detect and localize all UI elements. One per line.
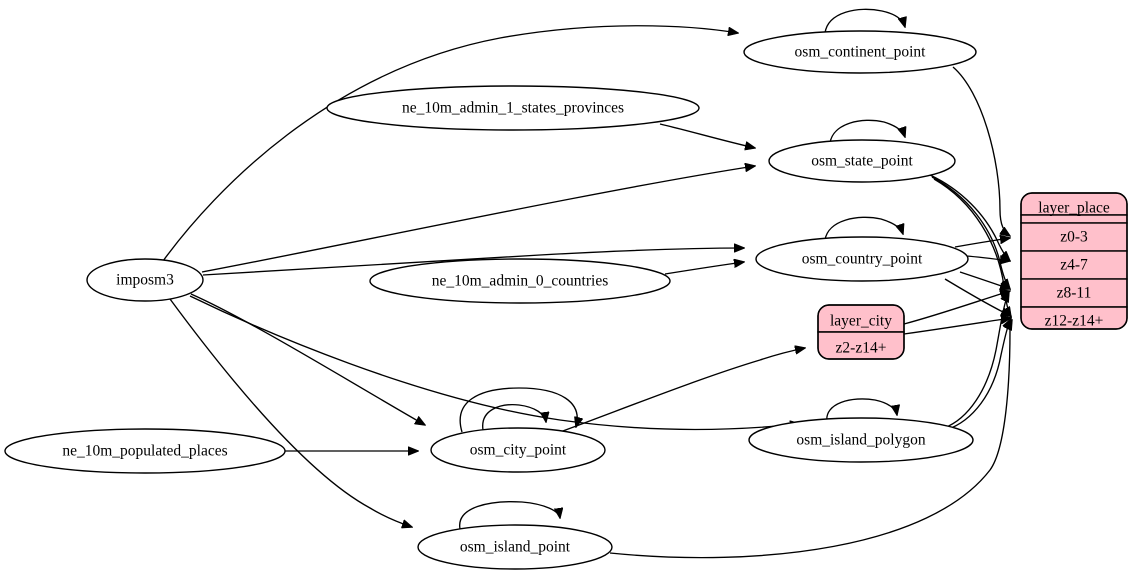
selfloop-osm-city-point-inner	[482, 404, 546, 431]
record-node-layer-city[interactable]: layer_city z2-z14+	[817, 304, 905, 360]
edge-osm-country-point-to-layer-place-z12-z14	[944, 278, 1011, 316]
edge-osm-city-point-to-layer-city	[559, 348, 805, 433]
selfloop-osm-continent-point	[824, 8, 905, 34]
edge-imposm3-to-osm-state-point	[201, 166, 755, 273]
selfloop-osm-country-point	[824, 216, 903, 241]
edge-layer-city-to-layer-place-z8-11	[903, 291, 1010, 325]
edge-ne-countries-to-osm-country-point	[664, 262, 744, 275]
selfloop-osm-island-point	[459, 501, 560, 530]
edge-imposm3-to-osm-island-point	[169, 298, 412, 527]
edge-imposm3-to-osm-island-polygon	[189, 295, 800, 431]
selfloop-osm-city-point-outer	[459, 387, 577, 433]
edge-imposm3-to-osm-city-point	[190, 293, 425, 425]
edge-osm-island-point-to-layer-place-z12-z14	[609, 320, 1012, 559]
edge-imposm3-to-osm-continent-point	[162, 25, 738, 262]
edge-layer	[162, 8, 1012, 559]
layer-place-row-z0-3-bg[interactable]	[1020, 222, 1128, 252]
layer-place-row-z8-11-bg[interactable]	[1020, 278, 1128, 308]
node-osm-country-point[interactable]: osm_country_point	[755, 236, 969, 282]
layer-place-row-title-bg2	[1020, 214, 1128, 224]
edge-imposm3-to-osm-country-point	[202, 248, 744, 276]
node-osm-state-point[interactable]: osm_state_point	[768, 139, 956, 183]
node-ne-10m-admin-0-countries[interactable]: ne_10m_admin_0_countries	[369, 258, 671, 304]
edge-layer-city-to-layer-place-z12-z14	[903, 318, 1011, 335]
edge-osm-country-point-to-layer-place-z4-7	[965, 256, 1010, 261]
layer-place-outline	[1020, 192, 1128, 330]
record-node-layer-place[interactable]: layer_place z0-3 z4-7 z8-11 z12-z14+	[1020, 192, 1128, 330]
layer-city-outline	[817, 304, 905, 360]
edge-osm-continent-point-to-layer-place-z0-3	[952, 66, 1010, 236]
node-ne-10m-populated-places[interactable]: ne_10m_populated_places	[4, 428, 286, 474]
node-osm-island-point[interactable]: osm_island_point	[417, 524, 613, 570]
edge-osm-country-point-to-layer-place-z8-11	[959, 271, 1010, 289]
node-osm-city-point[interactable]: osm_city_point	[430, 427, 606, 473]
layer-city-row-title-bg[interactable]	[817, 304, 905, 333]
edge-ne-states-to-osm-state-point	[659, 123, 755, 148]
node-layer: imposm3 ne_10m_admin_1_states_provinces …	[4, 30, 1128, 570]
edge-osm-island-polygon-to-layer-place-z12-z14	[945, 319, 1011, 431]
node-osm-continent-point[interactable]: osm_continent_point	[743, 30, 977, 74]
edge-osm-island-polygon-to-layer-place-z8-11	[943, 292, 1009, 429]
edge-osm-country-point-to-layer-place-z0-3	[954, 238, 1010, 248]
layer-place-row-z12-z14-bg[interactable]	[1020, 306, 1128, 330]
node-ne-10m-admin-1-states-provinces[interactable]: ne_10m_admin_1_states_provinces	[326, 85, 700, 131]
layer-place-row-z4-7-bg[interactable]	[1020, 250, 1128, 280]
node-imposm3[interactable]: imposm3	[86, 258, 204, 302]
selfloop-osm-island-polygon	[826, 398, 897, 423]
node-osm-island-polygon[interactable]: osm_island_polygon	[748, 417, 974, 463]
selfloop-osm-state-point	[829, 119, 905, 144]
layer-place-row-title-bg[interactable]	[1020, 192, 1128, 216]
layer-city-row-z2-z14-bg[interactable]	[817, 331, 905, 360]
